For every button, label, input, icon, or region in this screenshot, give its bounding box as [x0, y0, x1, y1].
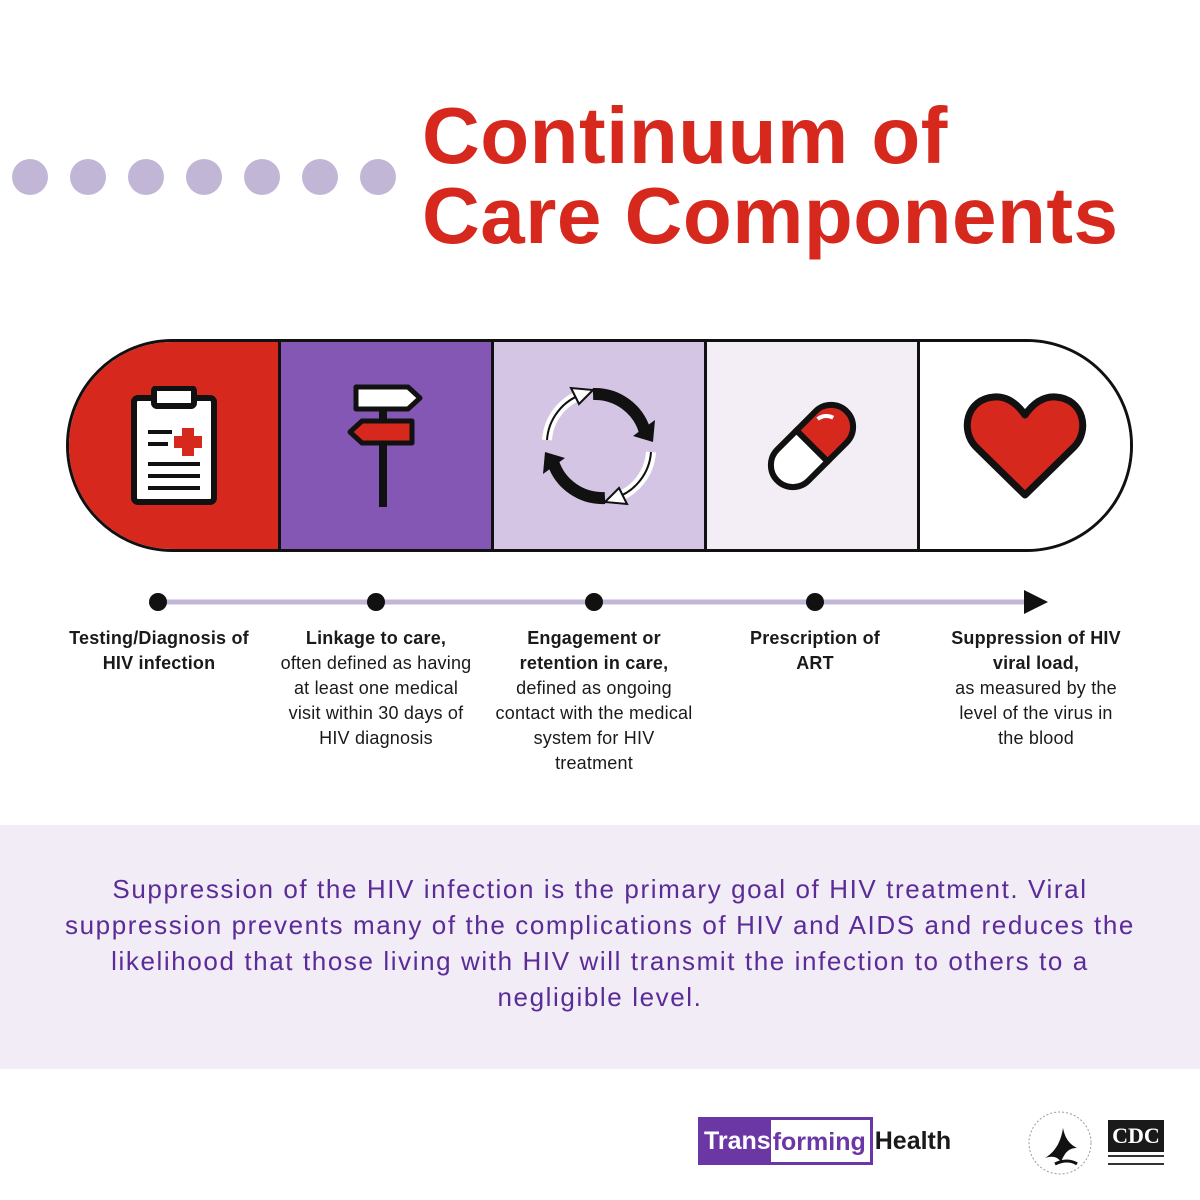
step-suppression: Suppression of HIV viral load, as measur… — [946, 626, 1126, 751]
cdc-logo-text: CDC — [1108, 1120, 1164, 1152]
dot — [302, 159, 338, 195]
cycle-arrows-icon — [542, 386, 656, 505]
timeline-marker — [806, 593, 824, 611]
title-line-1: Continuum of — [422, 91, 948, 180]
cdc-logo: CDC — [1108, 1120, 1164, 1168]
dot — [12, 159, 48, 195]
hhs-seal-icon — [1028, 1111, 1092, 1175]
signpost-icon — [347, 384, 423, 507]
decorative-dots — [12, 159, 396, 195]
step-engagement: Engagement or retention in care, defined… — [494, 626, 694, 776]
step-linkage: Linkage to care, often defined as having… — [276, 626, 476, 751]
dot — [244, 159, 280, 195]
logo-part-health: Health — [874, 1126, 952, 1155]
dot — [186, 159, 222, 195]
step-title: Suppression of HIV viral load, — [951, 628, 1121, 673]
step-detail: defined as ongoing contact with the medi… — [495, 678, 693, 773]
step-detail: often defined as having at least one med… — [280, 653, 472, 748]
cdc-logo-subline — [1108, 1155, 1164, 1165]
pill-capsule-icon — [767, 401, 857, 490]
title-line-2: Care Components — [422, 171, 1119, 260]
dot — [128, 159, 164, 195]
step-title: Testing/Diagnosis of HIV infection — [69, 628, 249, 673]
transforming-health-logo: Trans forming Health — [698, 1117, 951, 1165]
summary-band: Suppression of the HIV infection is the … — [0, 825, 1200, 1069]
summary-text: Suppression of the HIV infection is the … — [65, 874, 1135, 1012]
timeline — [149, 590, 1048, 614]
dot — [70, 159, 106, 195]
step-prescription: Prescription of ART — [740, 626, 890, 676]
clipboard-icon — [130, 385, 217, 505]
logo-part-trans: Trans — [698, 1117, 771, 1165]
segment-engagement — [494, 342, 707, 549]
timeline-marker — [149, 593, 167, 611]
segment-linkage — [281, 342, 494, 549]
timeline-marker — [585, 593, 603, 611]
step-title: Engagement or retention in care, — [519, 628, 669, 673]
timeline-marker — [367, 593, 385, 611]
heart-icon — [963, 392, 1087, 498]
step-testing: Testing/Diagnosis of HIV infection — [59, 626, 259, 676]
segment-prescription — [707, 342, 920, 549]
segment-suppression — [920, 342, 1130, 549]
continuum-pill — [66, 339, 1133, 552]
segment-testing — [69, 342, 281, 549]
page-title: Continuum of Care Components — [422, 96, 1118, 256]
timeline-arrowhead — [1024, 590, 1048, 614]
step-detail: as measured by the level of the virus in… — [955, 678, 1117, 748]
step-title: Linkage to care, — [305, 628, 447, 648]
step-title: Prescription of ART — [749, 628, 881, 673]
logo-part-forming: forming — [770, 1117, 873, 1165]
dot — [360, 159, 396, 195]
